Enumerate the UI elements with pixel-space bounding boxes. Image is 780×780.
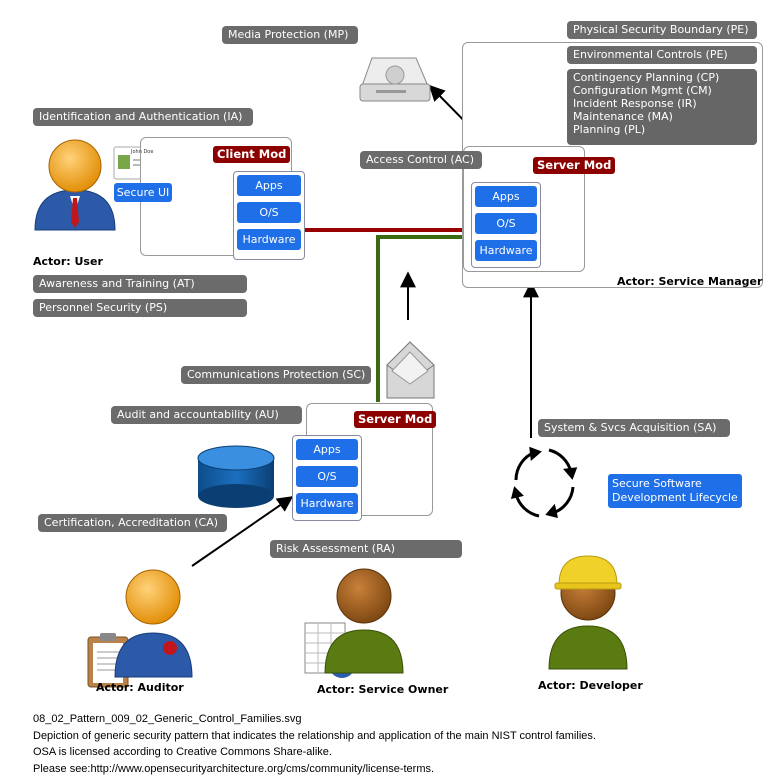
actor-user-icon xyxy=(34,139,116,231)
caption: 08_02_Pattern_009_02_Generic_Control_Fam… xyxy=(33,711,596,777)
label-awareness-training: Awareness and Training (AT) xyxy=(33,275,247,293)
label-physical-boundary: Physical Security Boundary (PE) xyxy=(567,21,757,39)
green-link-line xyxy=(376,235,474,402)
actor-service-owner-icon xyxy=(324,568,404,674)
label-audit: Audit and accountability (AU) xyxy=(111,406,302,424)
label-media-protection: Media Protection (MP) xyxy=(222,26,358,44)
layer-hardware: Hardware xyxy=(237,229,301,250)
server-module-title: Server Mod xyxy=(533,157,616,174)
ops-item: Contingency Planning (CP) xyxy=(573,71,720,84)
arrow-auditor-to-server xyxy=(191,496,294,567)
caption-line: Please see:http://www.opensecurityarchit… xyxy=(33,762,435,775)
actor-service-owner-name: Actor: Service Owner xyxy=(317,683,449,696)
server-layer-stack-bottom: Apps O/S Hardware xyxy=(292,435,362,521)
server-layer-stack: Apps O/S Hardware xyxy=(471,182,541,268)
layer-hardware: Hardware xyxy=(475,240,537,261)
server-module-title-bottom: Server Mod xyxy=(354,411,437,428)
client-layer-stack: Apps O/S Hardware xyxy=(233,171,305,260)
label-environmental: Environmental Controls (PE) xyxy=(567,46,757,64)
caption-line: Depiction of generic security pattern th… xyxy=(33,729,596,742)
cycle-icon xyxy=(510,446,578,519)
database-icon xyxy=(197,445,275,508)
layer-os: O/S xyxy=(296,466,358,487)
caption-line: OSA is licensed according to Creative Co… xyxy=(33,746,332,758)
layer-apps: Apps xyxy=(296,439,358,460)
label-access-control: Access Control (AC) xyxy=(360,151,482,169)
label-certification: Certification, Accreditation (CA) xyxy=(38,514,227,532)
layer-apps: Apps xyxy=(475,186,537,207)
envelope-icon xyxy=(386,341,435,399)
ssdl-line: Secure Software xyxy=(612,477,702,490)
layer-os: O/S xyxy=(237,202,301,223)
actor-auditor-icon xyxy=(114,569,193,678)
ops-item: Incident Response (IR) xyxy=(573,97,697,110)
ops-item: Configuration Mgmt (CM) xyxy=(573,84,712,97)
caption-line: 08_02_Pattern_009_02_Generic_Control_Fam… xyxy=(33,713,302,725)
actor-service-manager-name: Actor: Service Manager xyxy=(617,275,763,288)
layer-apps: Apps xyxy=(237,175,301,196)
label-personnel-security: Personnel Security (PS) xyxy=(33,299,247,317)
actor-developer-icon xyxy=(548,555,628,670)
disk-drive-icon xyxy=(359,57,431,102)
layer-hardware: Hardware xyxy=(296,493,358,514)
ops-item: Planning (PL) xyxy=(573,123,646,136)
client-module-title: Client Mod xyxy=(213,146,291,163)
actor-auditor-name: Actor: Auditor xyxy=(96,681,184,694)
ssdl-label: Secure Software Development Lifecycle xyxy=(608,474,742,508)
actor-developer-name: Actor: Developer xyxy=(538,679,643,692)
label-ops-families: Contingency Planning (CP) Configuration … xyxy=(567,69,757,145)
layer-os: O/S xyxy=(475,213,537,234)
label-communications-protection: Communications Protection (SC) xyxy=(181,366,371,384)
ops-item: Maintenance (MA) xyxy=(573,110,673,123)
secure-ui-label: Secure UI xyxy=(114,183,172,202)
label-identification: Identification and Authentication (IA) xyxy=(33,108,253,126)
ssdl-line: Development Lifecycle xyxy=(612,491,738,504)
actor-user-name: Actor: User xyxy=(33,255,103,268)
label-system-acquisition: System & Svcs Acquisition (SA) xyxy=(538,419,730,437)
label-risk-assessment: Risk Assessment (RA) xyxy=(270,540,462,558)
badge-name: John Doe xyxy=(131,149,154,155)
